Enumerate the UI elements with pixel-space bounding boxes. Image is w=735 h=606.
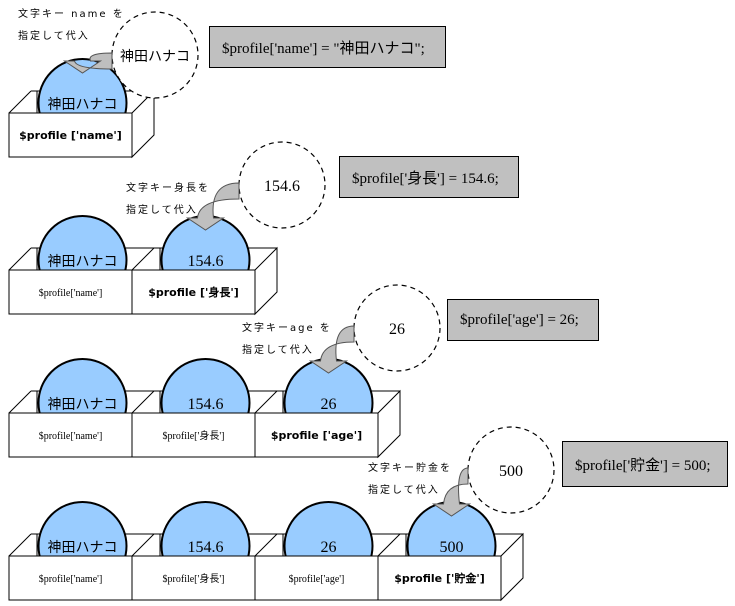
code-statement: $profile['name'] = "神田ハナコ"; [209,26,446,68]
assignment-caption: 文字キーage を指定して代入 [242,318,332,362]
active-key-label: $profile ['age'] [271,429,362,442]
key-label: $profile['age'] [289,574,345,585]
ball-value: 神田ハナコ [48,397,118,413]
array-element-box: $profile ['貯金'] [377,555,502,601]
key-label: $profile['name'] [39,574,103,585]
bubble-value: 神田ハナコ [120,49,190,65]
step-2: 神田ハナコ 154.6 $profile['name'] $profile ['身長'… [8,141,326,316]
array-element-box: $profile ['身長'] [131,269,256,315]
caption-line-1: 文字キーage を [242,323,332,334]
array-element-box: $profile['age'] [254,555,379,601]
array-element-box: $profile ['age'] [254,412,379,458]
array-element-box: $profile['身長'] [131,412,256,458]
value-bubble: 154.6 [238,141,326,229]
code-statement: $profile['身長'] = 154.6; [339,156,519,198]
value-bubble: 26 [353,284,441,372]
active-key-label: $profile ['身長'] [148,285,239,299]
assign-arrow-icon [62,52,113,74]
caption-line-2: 指定して代入 [242,345,314,356]
array-element-box: $profile['身長'] [131,555,256,601]
key-label: $profile['身長'] [163,572,225,585]
caption-line-1: 文字キー身長を [126,183,210,194]
active-key-label: $profile ['貯金'] [394,571,485,585]
code-statement: $profile['貯金'] = 500; [562,441,728,487]
caption-line-2: 指定して代入 [18,31,90,42]
assign-arrow-icon [308,325,355,374]
ball-value: 154.6 [188,396,224,413]
ball-value: 154.6 [188,539,224,556]
ball-value: 500 [440,539,464,556]
box-side-face [500,532,524,602]
code-statement: $profile['age'] = 26; [447,299,599,341]
active-key-label: $profile ['name'] [19,129,122,142]
caption-line-1: 文字キー name を [18,9,125,20]
box-side-face [131,89,155,159]
array-element-box: $profile ['name'] [8,112,133,158]
bubble-value: 154.6 [264,178,300,195]
ball-value: 26 [321,539,337,556]
step-4: 神田ハナコ 154.6 26 500 $profile['name'] $profile[… [8,426,555,602]
caption-line-2: 指定して代入 [126,205,198,216]
assign-arrow-icon [185,182,240,231]
ball-value: 154.6 [188,253,224,270]
ball-value: 神田ハナコ [48,97,118,113]
ball-value: 神田ハナコ [48,254,118,270]
bubble-value: 500 [499,463,523,480]
assignment-caption: 文字キー貯金を指定して代入 [368,458,452,502]
box-side-face [377,389,401,459]
step-1: 神田ハナコ $profile ['name'] 神田ハナコ [8,11,199,159]
value-bubble: 神田ハナコ [111,11,199,99]
ball-value: 26 [321,396,337,413]
key-label: $profile['身長'] [163,429,225,442]
step-3: 神田ハナコ 154.6 26 $profile['name'] $profile['身長… [8,284,441,459]
bubble-value: 26 [389,321,405,338]
caption-line-1: 文字キー貯金を [368,463,452,474]
caption-line-2: 指定して代入 [368,485,440,496]
array-element-box: $profile['name'] [8,412,133,458]
assign-arrow-icon [431,467,472,517]
key-label: $profile['name'] [39,288,103,299]
box-side-face [254,246,278,316]
value-bubble: 500 [467,426,555,514]
array-element-box: $profile['name'] [8,269,133,315]
ball-value: 神田ハナコ [48,540,118,556]
assignment-caption: 文字キー name を指定して代入 [18,4,125,48]
assignment-caption: 文字キー身長を指定して代入 [126,178,210,222]
key-label: $profile['name'] [39,431,103,442]
array-element-box: $profile['name'] [8,555,133,601]
